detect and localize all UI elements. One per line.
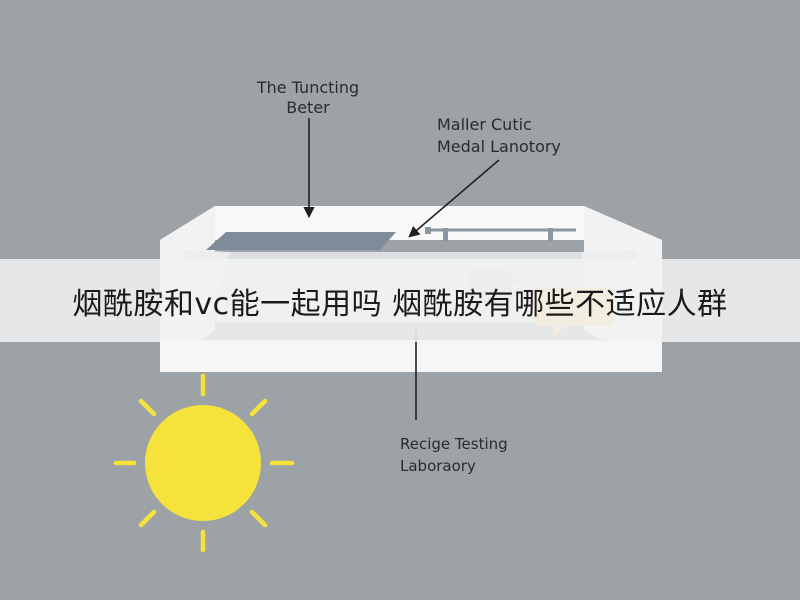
rail xyxy=(425,227,576,241)
box-front-rim xyxy=(160,340,662,372)
label-recige-testing: Recige Testing Laboraory xyxy=(400,434,508,478)
glass-panel xyxy=(206,232,396,250)
banner-title: 烟酰胺和vc能一起用吗 烟酰胺有哪些不适应人群 xyxy=(72,286,728,322)
label-line-2: Beter xyxy=(286,98,330,117)
label-line-1: Recige Testing xyxy=(400,435,508,453)
label-line-2: Laboraory xyxy=(400,456,476,475)
label-line-2: Medal Lanotory xyxy=(437,136,561,156)
label-line-1: The Tuncting xyxy=(256,78,360,97)
label-maller-cutic: Maller Cutic Medal Lanotory xyxy=(437,114,561,157)
label-line-1: Maller Cutic xyxy=(437,115,532,134)
title-banner: 烟酰胺和vc能一起用吗 烟酰胺有哪些不适应人群 xyxy=(0,259,800,342)
arrow-top-right xyxy=(408,159,500,238)
label-tuncting-beter: The Tuncting Beter xyxy=(222,78,394,118)
sun-icon xyxy=(113,373,295,553)
